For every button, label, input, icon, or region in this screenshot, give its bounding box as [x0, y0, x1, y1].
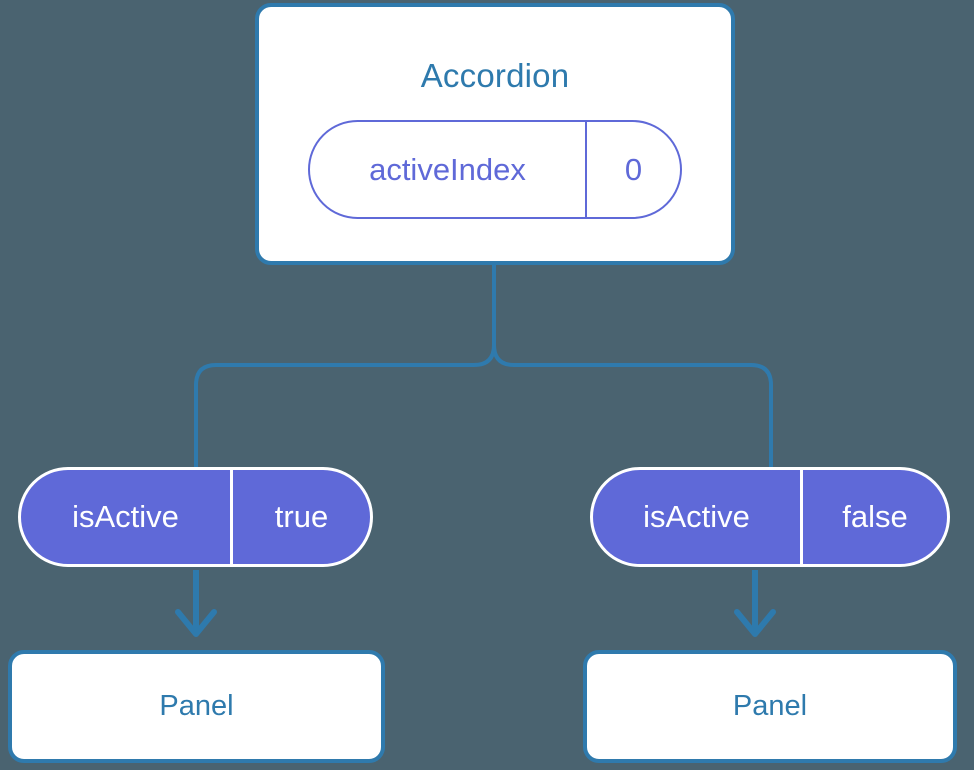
prop-pill-value: true — [274, 499, 329, 534]
prop-pill-value: false — [842, 499, 908, 534]
tree-branch-path — [194, 263, 496, 469]
state-pill-active-index[interactable]: activeIndex 0 — [308, 120, 682, 219]
tree-branch-path-right — [492, 263, 773, 469]
state-pill-key: activeIndex — [310, 122, 587, 217]
component-box-panel-right[interactable]: Panel — [583, 650, 957, 763]
component-title-accordion: Accordion — [420, 57, 570, 94]
prop-pill-is-active-false[interactable]: isActive false — [590, 467, 950, 567]
component-box-panel-left[interactable]: Panel — [8, 650, 385, 763]
down-arrow-icon-left — [175, 570, 217, 637]
down-arrow-icon-right — [734, 570, 776, 637]
prop-pill-key: isActive — [593, 470, 803, 564]
prop-pill-is-active-true[interactable]: isActive true — [18, 467, 373, 567]
state-pill-value: 0 — [624, 151, 643, 187]
component-title-panel-right: Panel — [732, 690, 808, 722]
component-title-panel-left: Panel — [159, 690, 234, 722]
prop-pill-key: isActive — [21, 470, 233, 564]
